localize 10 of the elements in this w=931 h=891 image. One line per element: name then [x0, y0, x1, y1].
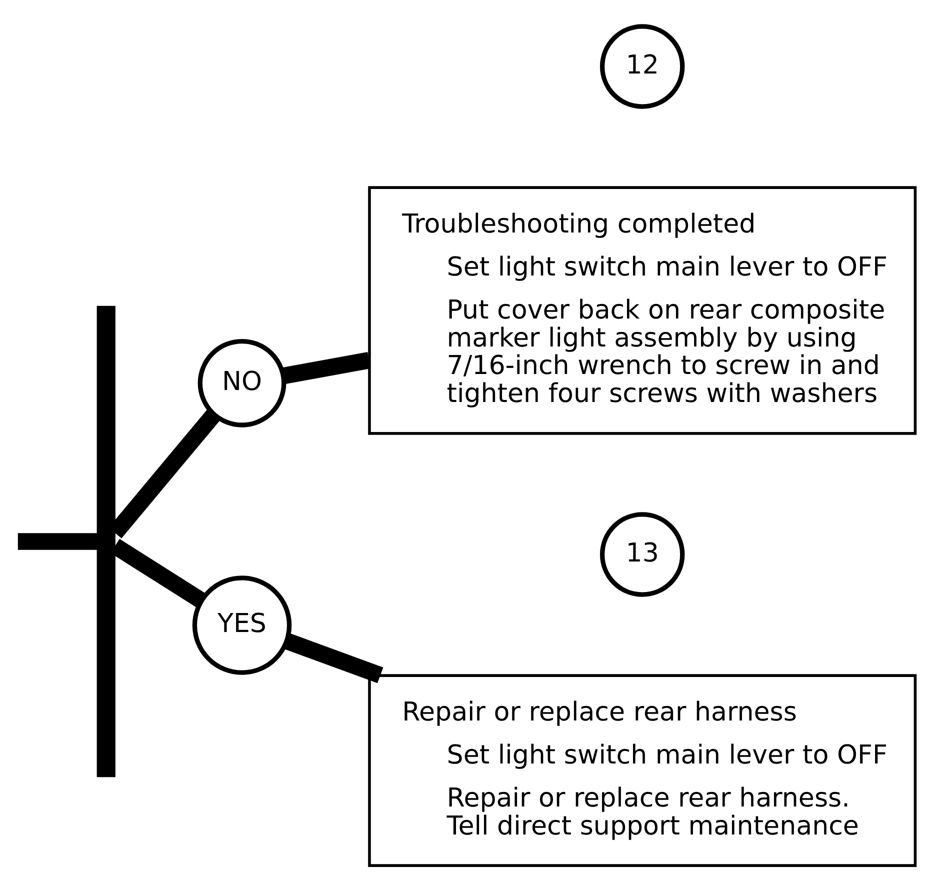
- connector: [284, 632, 384, 683]
- node-circle: 12: [600, 24, 685, 108]
- connector: [282, 351, 371, 384]
- node-box: Troubleshooting completed Set light switch main lever to OFF Put cover back on rear composite marker light assembly by using 7/16-inch wrench to screw in and tighten four screws with washers: [368, 186, 917, 434]
- node-circle: 13: [600, 512, 685, 596]
- connector: [18, 532, 98, 550]
- node-circle: YES: [192, 575, 292, 674]
- node-bar: [96, 305, 116, 777]
- node-box: Repair or replace rear harness Set light switch main lever to OFF Repair or replace rear harness. Tell direct support maintenance: [368, 674, 917, 866]
- node-circle: NO: [198, 338, 286, 427]
